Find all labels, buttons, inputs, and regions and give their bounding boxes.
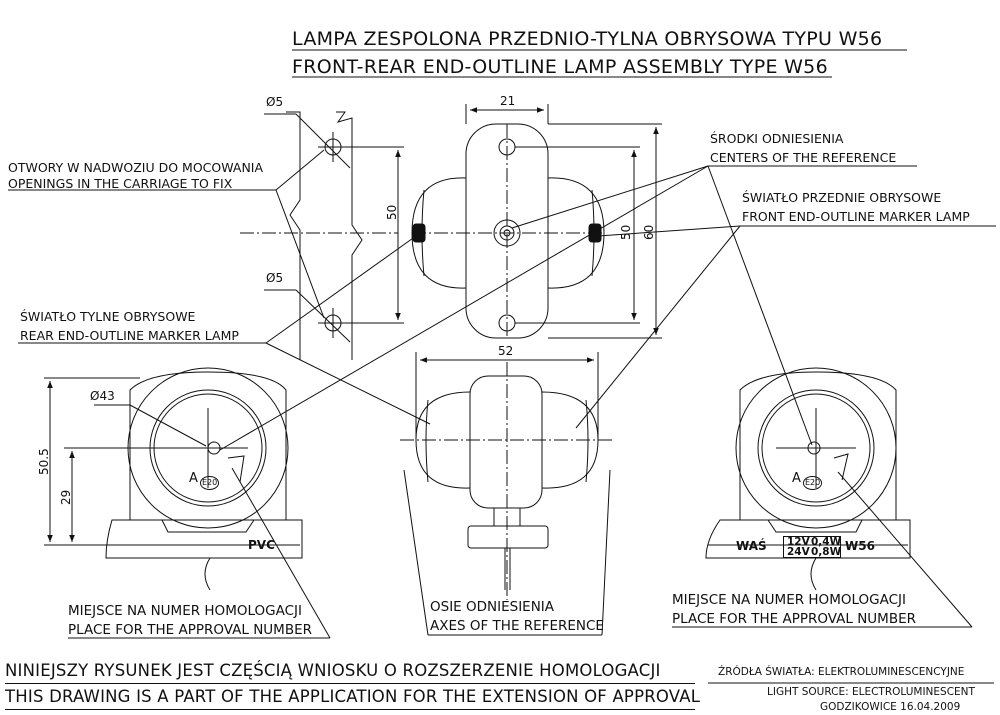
title-english: FRONT-REAR END-OUTLINE LAMP ASSEMBLY TYP…: [292, 56, 828, 78]
axes-label-polish: OSIE ODNIESIENIA: [430, 599, 555, 615]
approval-left-label-english: PLACE FOR THE APPROVAL NUMBER: [68, 622, 313, 638]
approval-mark-a-left: A: [189, 471, 198, 486]
approval-right-label-english: PLACE FOR THE APPROVAL NUMBER: [672, 611, 917, 627]
carriage-wall-view: [8, 111, 404, 360]
light-source-polish: ŹRÓDŁA ŚWIATŁA: ELEKTROLUMINESCENCYJNE: [718, 666, 965, 678]
lamp-side-view: [400, 352, 612, 636]
model-marking: W56: [845, 539, 875, 553]
dim-hole-diameter-top: Ø5: [266, 95, 284, 109]
voltage-24v: 24V: [787, 546, 810, 558]
footer-polish: NINIEJSZY RYSUNEK JEST CZĘŚCIĄ WNIOSKU O…: [5, 661, 661, 680]
front-lamp-label-polish: ŚWIATŁO PRZEDNIE OBRYSOWE: [742, 190, 942, 205]
approval-right-label-polish: MIEJSCE NA NUMER HOMOLOGACJI: [672, 592, 906, 608]
title-polish: LAMPA ZESPOLONA PRZEDNIO-TYLNA OBRYSOWA …: [292, 28, 883, 50]
dim-inner-height: 50: [619, 224, 633, 240]
dim-hole-spacing: 50: [385, 204, 399, 220]
approval-mark-e-right: E20: [803, 476, 823, 490]
place-date: GODZIKOWICE 16.04.2009: [820, 701, 961, 713]
power-08w: 0,8W: [811, 546, 842, 558]
dim-axis-height: 29: [59, 489, 73, 505]
footer-divider-bottom: [5, 709, 695, 710]
rear-lamp-label-english: REAR END-OUTLINE MARKER LAMP: [20, 328, 239, 343]
voltage-power-box: 12V 0,4W 24V 0,8W: [783, 536, 841, 558]
rear-lamp-label-polish: ŚWIATŁO TYLNE OBRYSOWE: [20, 309, 196, 324]
holes-label-english: OPENINGS IN THE CARRIAGE TO FIX: [8, 176, 233, 191]
footer-english: THIS DRAWING IS A PART OF THE APPLICATIO…: [5, 687, 701, 706]
holes-label-polish: OTWORY W NADWOZIU DO MOCOWANIA: [8, 160, 264, 175]
approval-left-label-polish: MIEJSCE NA NUMER HOMOLOGACJI: [68, 603, 302, 619]
axes-label-english: AXES OF THE REFERENCE: [430, 618, 604, 634]
dim-width-bottom: 52: [498, 344, 514, 358]
pvc-marking: PVC: [248, 538, 275, 552]
rear-lamp-view: [44, 367, 331, 639]
footer-divider-top: [5, 683, 695, 684]
voltage-12v: 12V: [787, 536, 810, 548]
was-marking: WAŚ: [736, 539, 767, 553]
approval-mark-e-left: E20: [200, 476, 220, 490]
centers-label-polish: ŚRODKI ODNIESIENIA: [710, 131, 844, 146]
approval-mark-a-right: A: [792, 471, 801, 486]
front-lamp-view: [672, 367, 973, 628]
dim-lens-diameter: Ø43: [90, 389, 115, 403]
dim-total-height: 50.5: [37, 448, 51, 475]
dim-width-top: 21: [500, 94, 516, 108]
dim-hole-diameter-bottom: Ø5: [266, 271, 284, 285]
lamp-top-view: [411, 104, 662, 339]
centers-label-english: CENTERS OF THE REFERENCE: [710, 150, 897, 165]
front-lamp-label-english: FRONT END-OUTLINE MARKER LAMP: [742, 209, 970, 224]
dim-outer-height: 60: [642, 224, 656, 240]
light-source-english: LIGHT SOURCE: ELECTROLUMINESCENT: [767, 686, 975, 698]
power-04w: 0,4W: [811, 536, 842, 548]
